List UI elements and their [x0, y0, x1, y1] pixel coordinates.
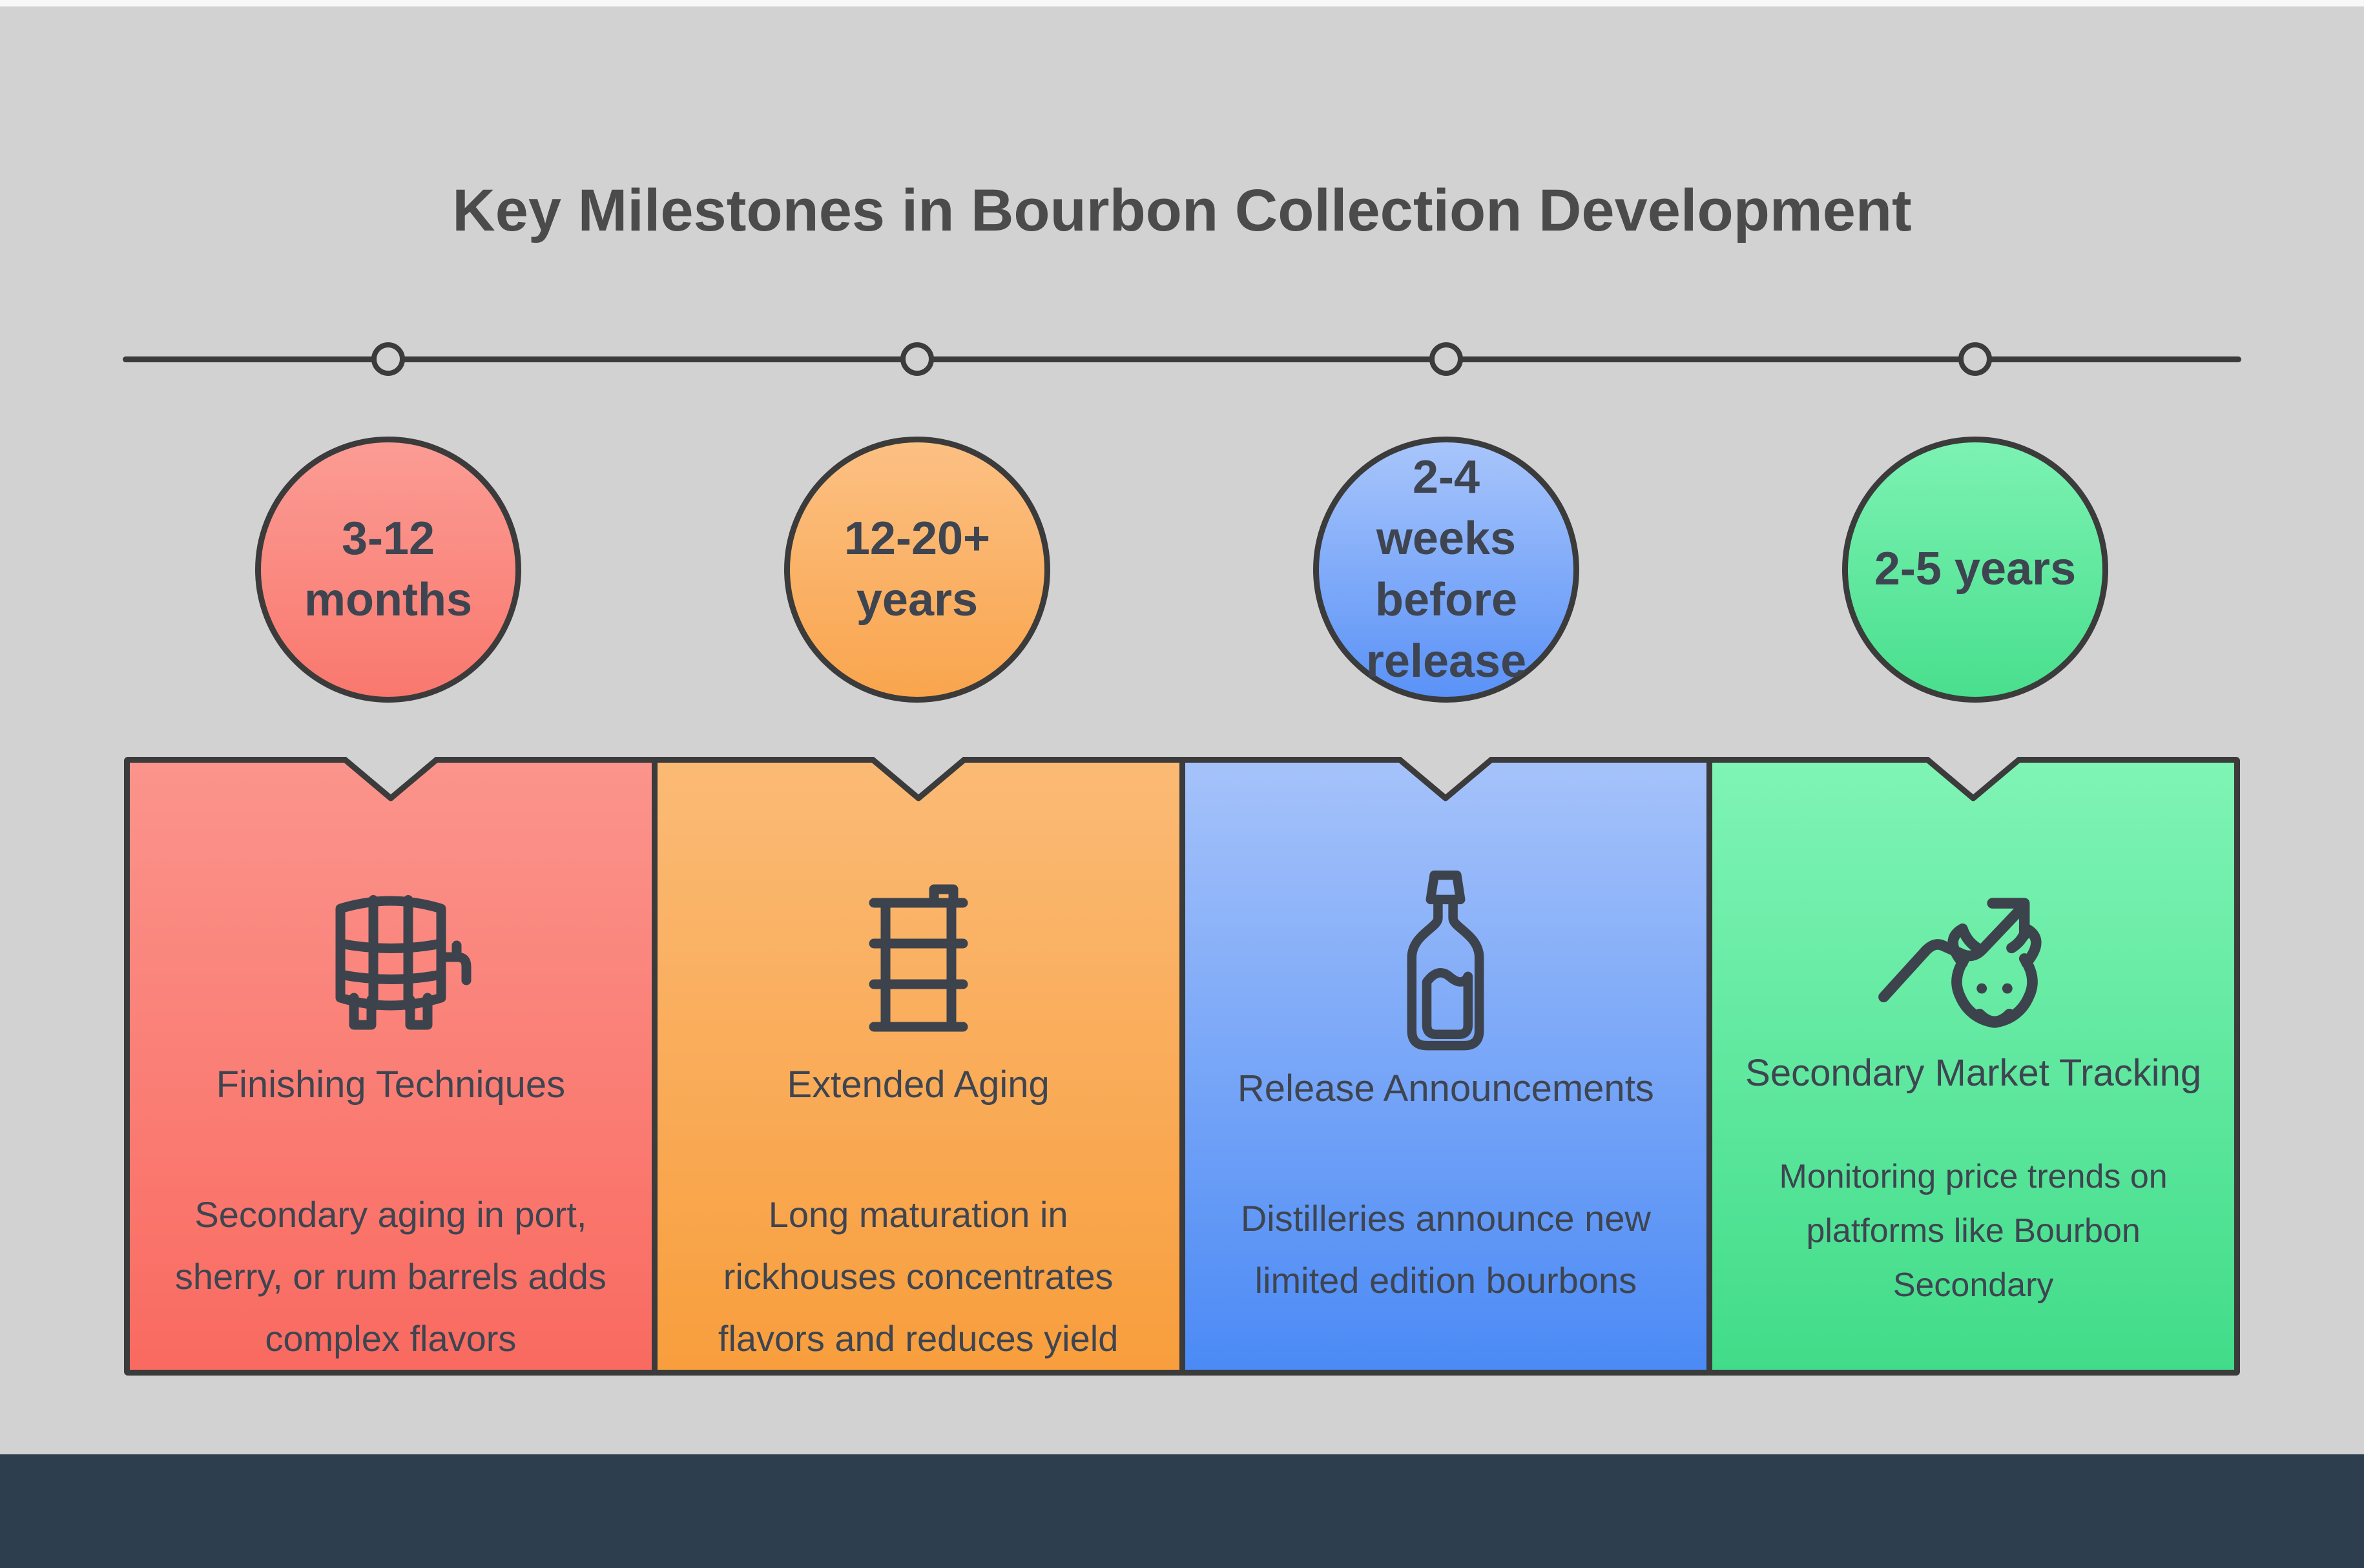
- card-extended-aging: Extended Aging Long maturation in rickho…: [651, 757, 1185, 1376]
- card-finishing-techniques: Finishing Techniques Secondary aging in …: [124, 757, 658, 1376]
- milestone-circle-4: 2-5 years: [1842, 437, 2108, 703]
- card-heading: Extended Aging: [787, 1064, 1050, 1106]
- card-description: Secondary aging in port, sherry, or rum …: [174, 1194, 607, 1359]
- timeline-node-3: [1429, 342, 1463, 376]
- milestone-duration: 3-12 months: [304, 512, 472, 626]
- milestone-duration: 12-20+ years: [844, 512, 991, 626]
- milestone-circle-2: 12-20+ years: [784, 437, 1050, 703]
- top-strip: [0, 0, 2364, 6]
- milestone-duration: 2-4 weeks before release: [1365, 451, 1527, 688]
- card-description: Long maturation in rickhouses concentrat…: [718, 1194, 1119, 1359]
- timeline-node-4: [1958, 342, 1992, 376]
- card-heading: Secondary Market Tracking: [1745, 1052, 2202, 1094]
- card-notch: [339, 757, 442, 801]
- card-description: Monitoring price trends on platforms lik…: [1779, 1158, 2168, 1304]
- card-notch: [867, 757, 969, 801]
- page-title: Key Milestones in Bourbon Collection Dev…: [452, 177, 1912, 243]
- milestone-cards: Finishing Techniques Secondary aging in …: [124, 757, 2240, 1376]
- card-release-announcements: Release Announcements Distilleries annou…: [1179, 757, 1713, 1376]
- footer-bar: [0, 1454, 2364, 1568]
- card-secondary-market-tracking: Secondary Market Tracking Monitoring pri…: [1706, 757, 2240, 1376]
- card-heading: Finishing Techniques: [216, 1064, 566, 1106]
- milestone-circle-3: 2-4 weeks before release: [1313, 437, 1579, 703]
- timeline-node-2: [900, 342, 934, 376]
- milestone-duration: 2-5 years: [1874, 543, 2077, 595]
- card-notch: [1395, 757, 1497, 801]
- card-notch: [1922, 757, 2025, 801]
- milestone-circle-1: 3-12 months: [255, 437, 521, 703]
- card-description: Distilleries announce new limited editio…: [1240, 1198, 1651, 1301]
- drum-barrel-icon: [822, 860, 1015, 1062]
- timeline-node-1: [371, 342, 405, 376]
- timeline-line: [123, 356, 2241, 362]
- barrel-cask-icon: [294, 860, 488, 1062]
- card-heading: Release Announcements: [1237, 1068, 1654, 1109]
- bottle-icon: [1352, 860, 1539, 1066]
- bull-market-icon: [1867, 860, 2080, 1066]
